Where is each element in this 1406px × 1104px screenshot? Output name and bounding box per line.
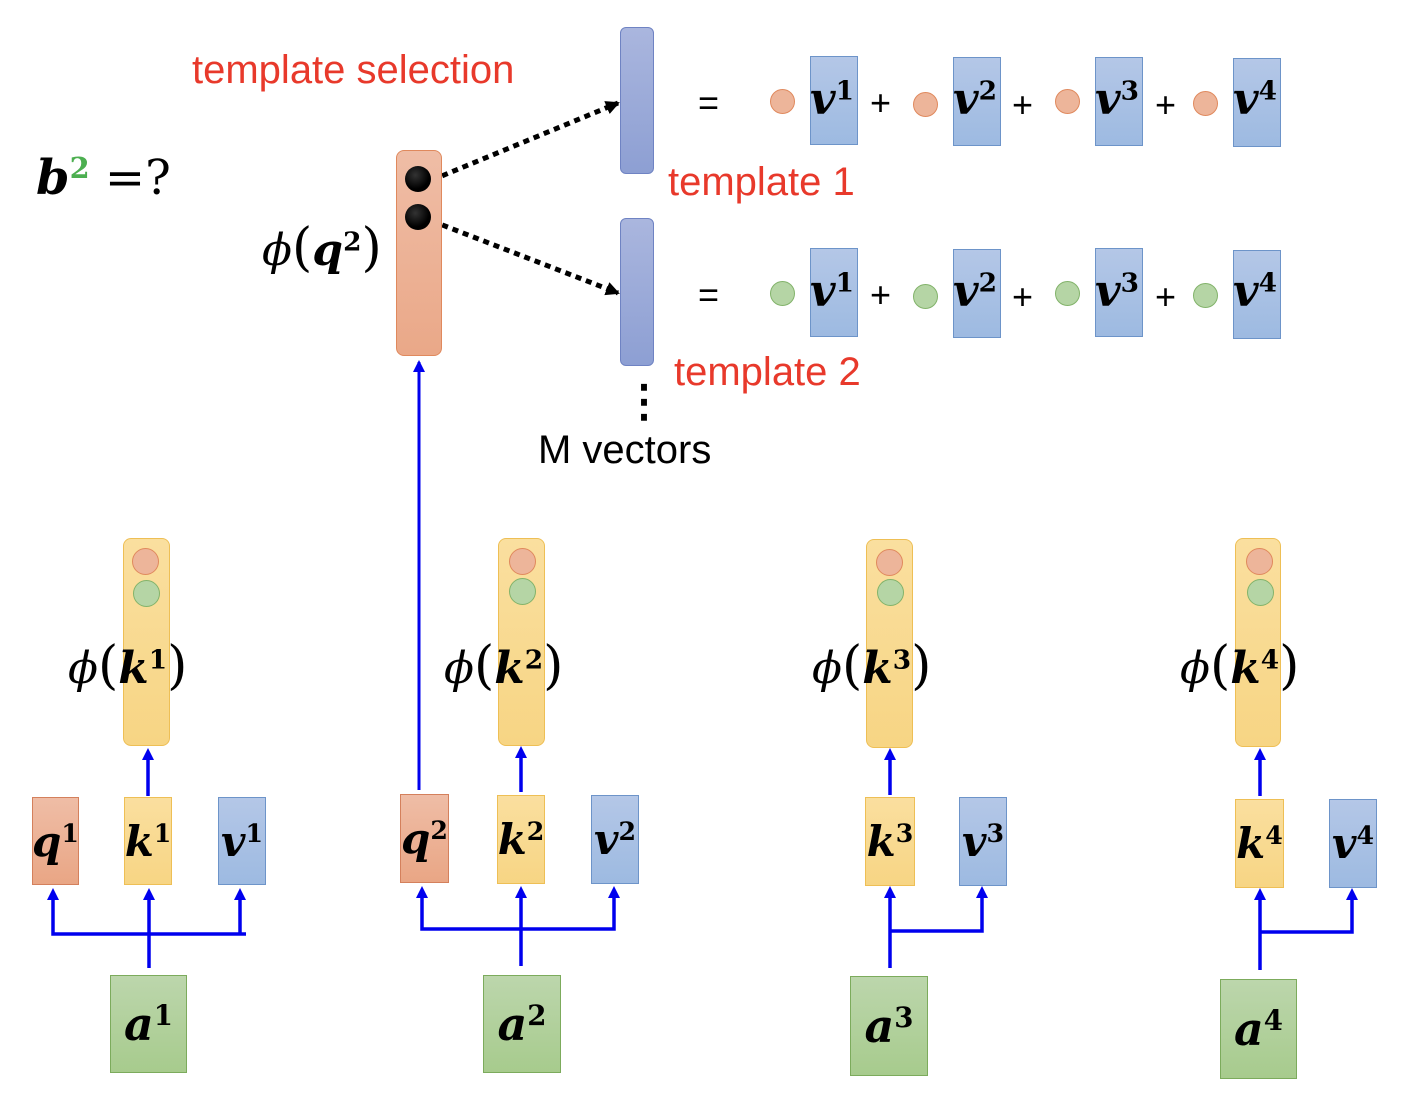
template-1-label: template 1 — [668, 160, 855, 204]
equals-question: =? — [89, 150, 171, 206]
weight-dot-orange — [770, 89, 795, 114]
weight-dot-green — [1193, 283, 1218, 308]
phi-q2-label: ϕ(q2) — [262, 218, 382, 278]
plus-sign: + — [870, 274, 892, 315]
plus-sign: + — [870, 82, 892, 123]
value-v2-box: v2 — [591, 795, 639, 884]
key-dot-green — [1247, 579, 1274, 606]
phi-symbol: ϕ — [262, 225, 292, 276]
value-v2-label: v2 — [953, 266, 997, 317]
output-question: b2 =? — [36, 150, 171, 206]
phi-k4-vector — [1235, 538, 1281, 747]
key-dot-green — [133, 580, 160, 607]
template-1-vector — [620, 27, 654, 174]
selection-dot-2 — [405, 204, 431, 230]
weight-dot-orange — [913, 92, 938, 117]
key-dot-green — [877, 579, 904, 606]
plus-sign: + — [1155, 84, 1177, 125]
value-v3-label: v3 — [1095, 74, 1139, 125]
phi-k4-label: ϕ(k4) — [1180, 636, 1300, 696]
selection-arrow-2 — [431, 218, 620, 296]
value-v3-box: v3 — [959, 797, 1007, 886]
selection-dot-1 — [405, 166, 431, 192]
value-v2-box — [953, 249, 1001, 338]
value-v4-box — [1233, 58, 1281, 147]
b-var: b — [36, 150, 70, 206]
query-q2-box: q2 — [400, 794, 449, 883]
weight-dot-green — [913, 284, 938, 309]
phi-k3-label: ϕ(k3) — [812, 636, 932, 696]
key-k3-box: k3 — [865, 797, 915, 886]
value-v1-label: v1 — [810, 266, 854, 317]
value-v1-box: v1 — [218, 797, 266, 885]
phi-k1-label: ϕ(k1) — [68, 636, 188, 696]
plus-sign: + — [1012, 276, 1034, 317]
selection-arrow-1 — [431, 100, 620, 183]
input-a2-box: a2 — [483, 975, 561, 1073]
template-2-label: template 2 — [674, 350, 861, 394]
weight-dot-orange — [1055, 89, 1080, 114]
value-v1-box — [810, 248, 858, 337]
m-vectors-label: M vectors — [538, 428, 712, 472]
value-v1-label: v1 — [810, 74, 854, 125]
key-dot-green — [509, 578, 536, 605]
equals-sign: = — [698, 82, 720, 123]
plus-sign: + — [1012, 84, 1034, 125]
key-dot-orange — [876, 549, 903, 576]
b-sup: 2 — [69, 151, 90, 186]
template-selection-label: template selection — [192, 48, 515, 92]
input-a3-box: a3 — [850, 976, 928, 1076]
value-v3-box — [1095, 57, 1143, 146]
key-k2-box: k2 — [497, 795, 545, 884]
input-a1-box: a1 — [110, 975, 187, 1073]
value-v2-box — [953, 57, 1001, 146]
key-k4-box: k4 — [1235, 799, 1284, 888]
weight-dot-green — [770, 281, 795, 306]
weight-dot-green — [1055, 281, 1080, 306]
value-v4-label: v4 — [1233, 266, 1277, 317]
value-v4-box: v4 — [1329, 799, 1377, 888]
key-dot-orange — [132, 548, 159, 575]
q-var: q — [312, 225, 344, 276]
key-k1-box: k1 — [124, 797, 172, 885]
value-v4-label: v4 — [1233, 74, 1277, 125]
weight-dot-orange — [1193, 91, 1218, 116]
phi-k2-label: ϕ(k2) — [444, 636, 564, 696]
query-q1-box: q1 — [32, 797, 79, 885]
value-v2-label: v2 — [953, 74, 997, 125]
q-sup: 2 — [343, 226, 362, 258]
vdots-icon: ⋮ — [622, 377, 666, 426]
plus-sign: + — [1155, 276, 1177, 317]
value-v3-box — [1095, 248, 1143, 337]
input-a4-box: a4 — [1220, 979, 1297, 1079]
value-v4-box — [1233, 250, 1281, 339]
value-v3-label: v3 — [1095, 266, 1139, 317]
key-dot-orange — [509, 548, 536, 575]
value-v1-box — [810, 56, 858, 145]
key-dot-orange — [1246, 548, 1273, 575]
equals-sign: = — [698, 274, 720, 315]
template-2-vector — [620, 218, 654, 366]
